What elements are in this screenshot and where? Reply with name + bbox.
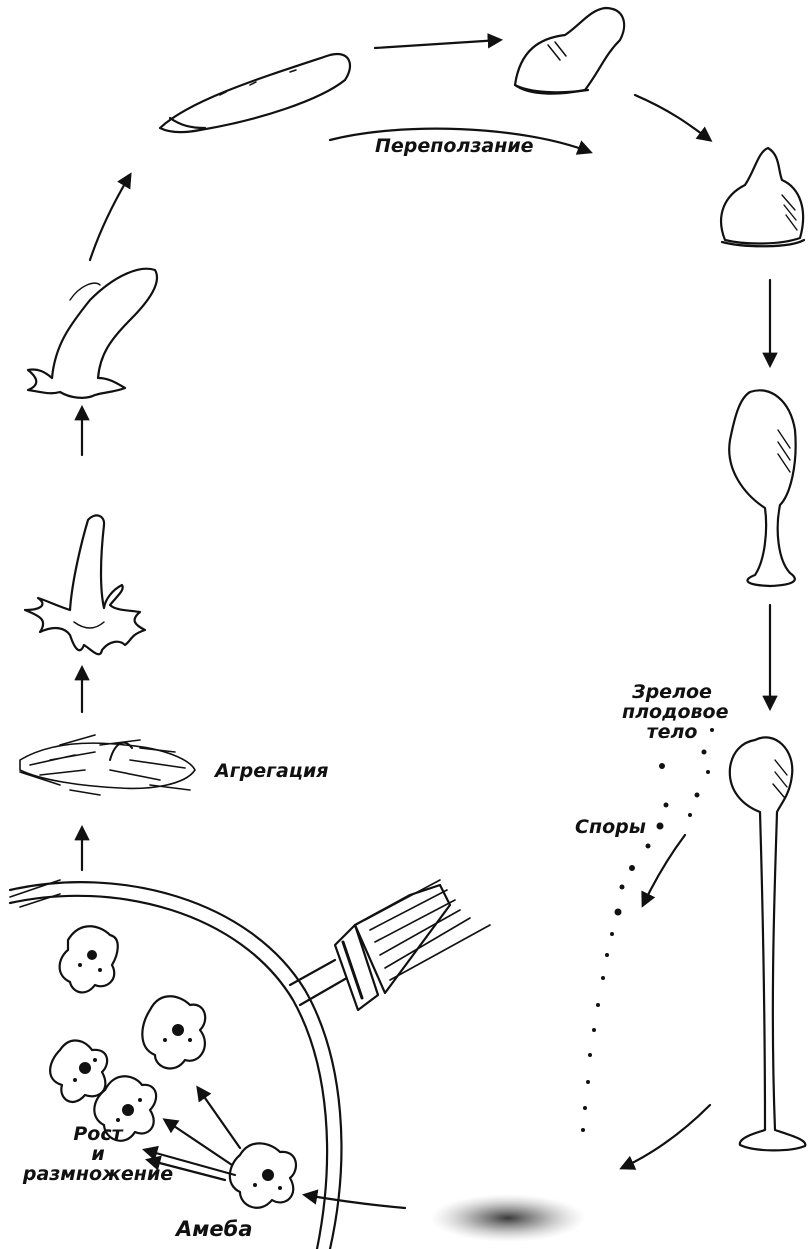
pipette-icon — [290, 880, 490, 1010]
amoeba-cell — [50, 1041, 107, 1102]
arrow-up-to-migrating — [90, 175, 130, 260]
label-growth-line1: Рост — [18, 1125, 178, 1145]
amoeba-cell — [60, 926, 118, 992]
spores — [581, 728, 714, 1132]
germinating-spores — [430, 1194, 586, 1242]
label-mature-fruiting-body: Зрелое плодовое тело — [622, 683, 722, 743]
culmination-mound — [721, 148, 803, 244]
rising-fruiting-body — [729, 390, 795, 586]
migrating-slug — [160, 54, 350, 132]
standing-slug — [28, 269, 157, 398]
label-aggregation: Агрегация — [215, 762, 328, 782]
label-amoeba: Амеба — [176, 1218, 253, 1240]
aggregation-center — [20, 735, 195, 795]
label-crawling: Переползание — [375, 137, 534, 157]
tipped-aggregate — [25, 515, 145, 654]
label-mature-line2: плодовое — [622, 703, 722, 723]
arrow-to-mound — [635, 95, 710, 140]
arrow-slug-to-culmination — [375, 40, 500, 48]
arrow-to-germination — [622, 1105, 710, 1168]
label-growth: Рост и размножение — [18, 1125, 178, 1185]
label-growth-line2: и — [18, 1145, 178, 1165]
label-growth-line3: размножение — [18, 1165, 178, 1185]
label-spores: Споры — [575, 818, 646, 838]
mature-fruiting-body — [730, 737, 806, 1150]
label-mature-line3: тело — [622, 723, 722, 743]
culminating-slug — [515, 8, 624, 94]
label-mature-line1: Зрелое — [622, 683, 722, 703]
growth-arrow — [198, 1088, 240, 1148]
arrow-germination-to-amoeba — [305, 1195, 405, 1208]
